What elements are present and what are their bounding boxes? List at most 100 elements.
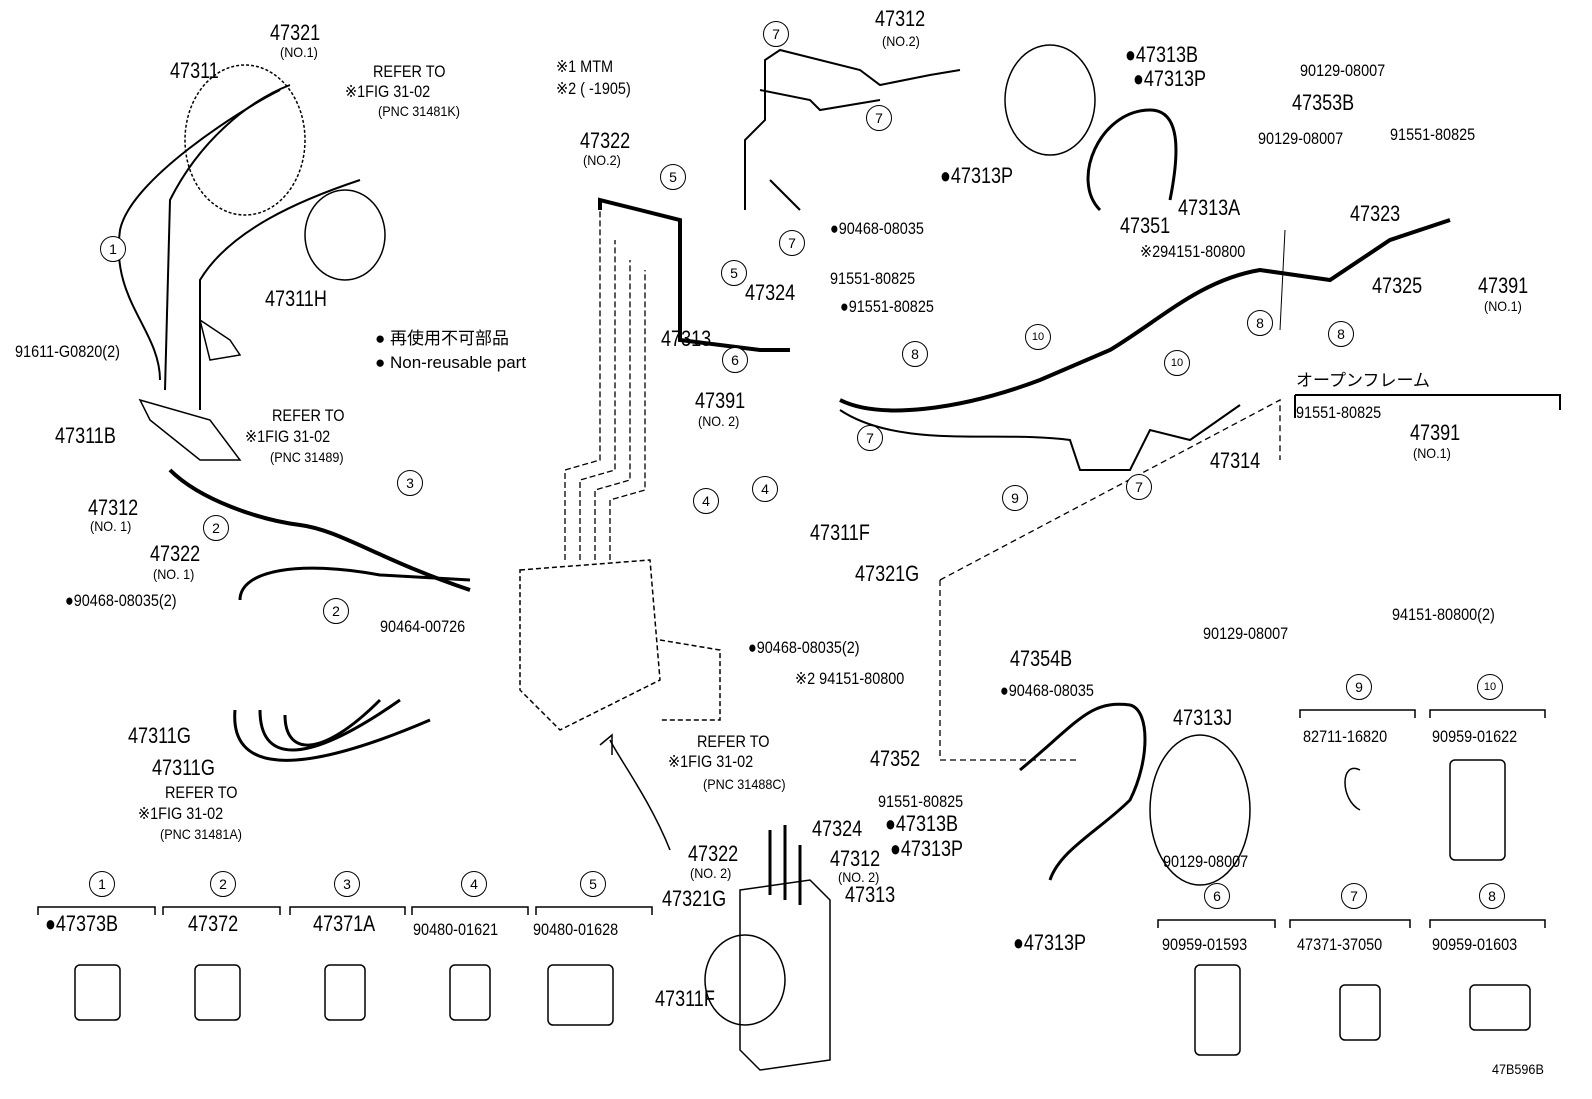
part-label[interactable]: 90464-00726 (380, 617, 466, 636)
part-label[interactable]: ●47313P (940, 163, 1014, 188)
legend-part-8[interactable]: 90959-01603 (1432, 935, 1518, 954)
part-label[interactable]: 91611-G0820(2) (15, 342, 120, 361)
brake-booster (184, 64, 306, 216)
part-label[interactable]: 94151-80800(2) (1392, 605, 1495, 624)
legend-part-3[interactable]: 47371A (313, 911, 376, 936)
part-label[interactable]: ●90468-08035(2) (65, 591, 177, 610)
part-label[interactable]: 47352 (870, 746, 921, 771)
part-label[interactable]: 47321G (855, 561, 920, 586)
brake-pipe (769, 179, 801, 211)
legend-callout-8: 8 (1479, 883, 1505, 909)
part-label[interactable]: 47351 (1120, 213, 1171, 238)
part-label-sub: (NO. 1) (153, 566, 195, 582)
part-label[interactable]: 47323 (1350, 201, 1401, 226)
part-label[interactable]: ●47313P (1133, 66, 1207, 91)
refer-note-fig[interactable]: ※1FIG 31-02 (245, 427, 331, 446)
callout-5: 5 (721, 260, 747, 286)
part-label[interactable]: 47312 (88, 495, 139, 520)
refer-note-pnc: (PNC 31489) (270, 449, 344, 465)
part-label[interactable]: 47311G (128, 723, 191, 748)
part-label[interactable]: 47391 (1478, 273, 1529, 298)
legend-non-reusable-en: ● Non-reusable part (375, 353, 527, 372)
part-label[interactable]: 82711-16820 (1303, 727, 1388, 746)
part-label[interactable]: 47325 (1372, 273, 1423, 298)
legend-callout-10: 10 (1477, 674, 1503, 700)
part-label[interactable]: 47324 (812, 816, 863, 841)
part-label[interactable]: 90959-01622 (1432, 727, 1518, 746)
part-label[interactable]: ●91551-80825 (840, 297, 934, 316)
brake-pipe (164, 84, 291, 391)
part-label[interactable]: ※294151-80800 (1140, 242, 1246, 261)
refer-note-fig[interactable]: ※1FIG 31-02 (668, 752, 754, 771)
part-label[interactable]: ●47313P (1013, 930, 1087, 955)
part-label[interactable]: ※2 94151-80800 (795, 669, 905, 688)
legend-callout-3: 3 (334, 871, 360, 897)
abs-motor (704, 934, 786, 1026)
part-label[interactable]: 47311 (170, 58, 219, 83)
refer-note: REFER TO (272, 406, 345, 425)
part-label[interactable]: 47391 (695, 388, 746, 413)
part-label[interactable]: 91551-80825 (878, 792, 964, 811)
part-label[interactable]: 47391 (1410, 420, 1461, 445)
legend-part-6[interactable]: 90959-01593 (1162, 935, 1248, 954)
callout-10: 10 (1025, 324, 1051, 350)
refer-note-fig[interactable]: ※1FIG 31-02 (345, 82, 431, 101)
part-label[interactable]: 91551-80825 (1390, 125, 1476, 144)
legend-callout-7: 7 (1341, 883, 1367, 909)
part-label[interactable]: 47322 (688, 841, 739, 866)
part-label[interactable]: 47313J (1173, 705, 1233, 730)
part-label[interactable]: 90129-08007 (1203, 624, 1289, 643)
brake-hose (258, 698, 401, 752)
part-label[interactable]: 47324 (745, 280, 796, 305)
callout-7: 7 (866, 105, 892, 131)
callout-3: 3 (397, 470, 423, 496)
brake-pipe (117, 89, 281, 381)
part-label[interactable]: ●90468-08035 (830, 219, 924, 238)
part-label[interactable]: 47313A (1178, 195, 1241, 220)
part-label[interactable]: 47314 (1210, 448, 1261, 473)
part-label[interactable]: 47311B (55, 423, 116, 448)
part-label[interactable]: 47311F (655, 986, 715, 1011)
refer-note-pnc: (PNC 31488C) (703, 776, 786, 792)
part-label[interactable]: ●47313B (1125, 42, 1199, 67)
refer-note-pnc: (PNC 31481K) (378, 103, 460, 119)
part-label[interactable]: 47311F (810, 520, 870, 545)
legend-callout-6: 6 (1204, 883, 1230, 909)
bracket (138, 398, 242, 461)
legend-part-2[interactable]: 47372 (188, 911, 239, 936)
part-label[interactable]: 47322 (580, 128, 631, 153)
part-label[interactable]: ●47313P (890, 836, 964, 861)
leader-lines (564, 200, 646, 560)
refer-note: REFER TO (697, 732, 770, 751)
part-label[interactable]: 47311H (265, 286, 327, 311)
part-label[interactable]: 47353B (1292, 90, 1355, 115)
part-label[interactable]: 90129-08007 (1300, 61, 1386, 80)
brake-pipe-bundle (839, 218, 1451, 413)
part-label[interactable]: ●90468-08035 (1000, 681, 1094, 700)
legend-callout-4: 4 (461, 871, 487, 897)
abs-unit (739, 879, 831, 1071)
refer-note-fig[interactable]: ※1FIG 31-02 (138, 804, 224, 823)
part-label[interactable]: 47321 (270, 20, 321, 45)
part-label[interactable]: ●90468-08035(2) (748, 638, 860, 657)
part-label[interactable]: 47354B (1010, 646, 1073, 671)
part-label[interactable]: 47313 (661, 326, 712, 351)
part-label[interactable]: 47311G (152, 755, 215, 780)
part-label[interactable]: 47312 (875, 6, 926, 31)
part-label[interactable]: 90129-08007 (1258, 129, 1344, 148)
part-label[interactable]: 90129-08007 (1163, 852, 1249, 871)
part-label[interactable]: 47313 (845, 882, 896, 907)
legend-part-7[interactable]: 47371-37050 (1297, 935, 1383, 954)
part-label[interactable]: 47321G (662, 886, 727, 911)
legend-part-4[interactable]: 90480-01621 (413, 920, 499, 939)
callout-5: 5 (660, 164, 686, 190)
part-label[interactable]: 91551-80825 (1296, 403, 1382, 422)
part-label[interactable]: 91551-80825 (830, 269, 916, 288)
part-label[interactable]: ●47313B (885, 811, 959, 836)
legend-part-1[interactable]: ●47373B (45, 911, 119, 936)
legend-part-5[interactable]: 90480-01628 (533, 920, 619, 939)
part-label[interactable]: 47322 (150, 541, 201, 566)
legend-callout-1: 1 (89, 871, 115, 897)
part-label[interactable]: 47312 (830, 846, 881, 871)
